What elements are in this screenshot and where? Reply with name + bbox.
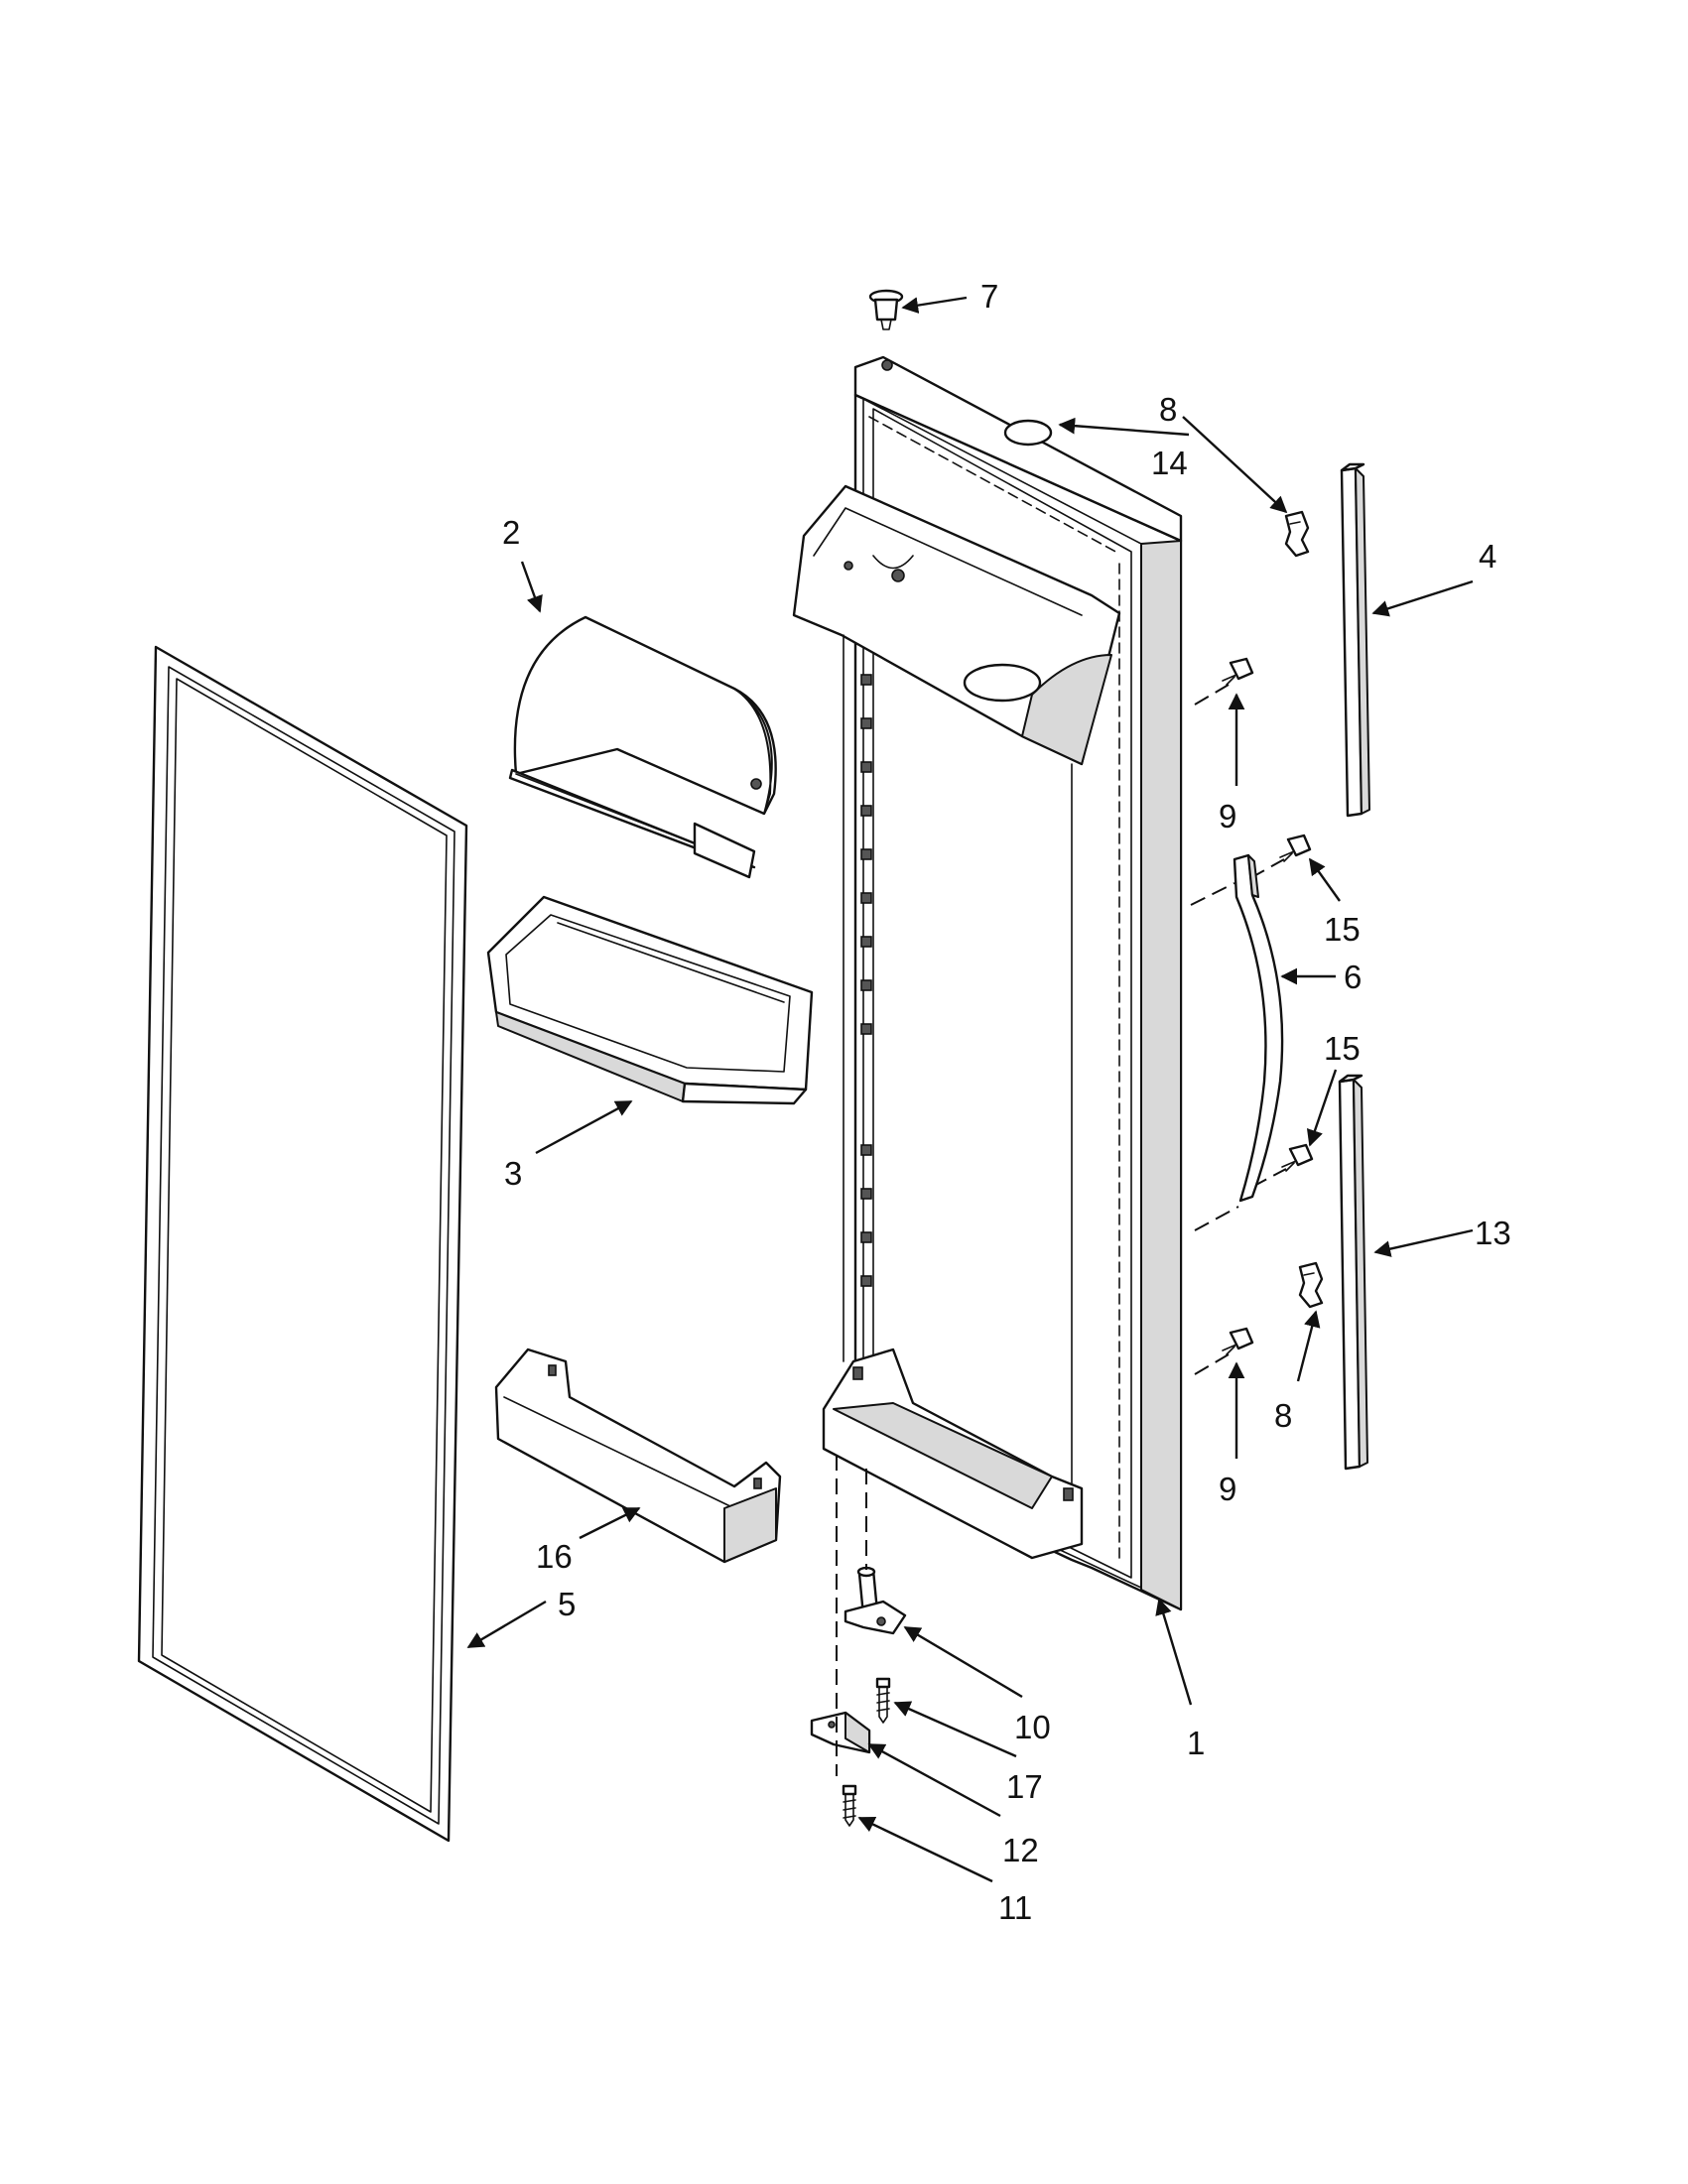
door-trim-part-13 <box>1338 1074 1368 1471</box>
door-trim-part-4 <box>1340 462 1370 818</box>
callout-11: 11 <box>998 1889 1032 1926</box>
callout-6: 6 <box>1344 959 1362 995</box>
hinge-bracket-part-12 <box>810 1711 871 1754</box>
callout-10: 10 <box>1014 1709 1051 1745</box>
callout-8: 8 <box>1274 1397 1292 1434</box>
callout-5: 5 <box>558 1586 576 1622</box>
door-handle-part-6 <box>1190 853 1284 1231</box>
lower-hinge-part-10 <box>844 1566 907 1635</box>
door-bin-part-3 <box>486 895 814 1105</box>
callout-17: 17 <box>1006 1768 1043 1805</box>
callout-14: 14 <box>1151 445 1188 481</box>
callout-16: 16 <box>536 1538 573 1575</box>
dairy-compartment-part-2 <box>508 615 777 879</box>
handle-screw-part-9-lower <box>1194 1327 1254 1375</box>
callout-3: 3 <box>504 1155 522 1192</box>
callout-1: 1 <box>1187 1725 1205 1761</box>
plug-part-14 <box>1003 419 1053 447</box>
screw-part-11 <box>842 1784 857 1827</box>
callout-9: 9 <box>1219 1471 1236 1507</box>
callout-15: 15 <box>1324 911 1361 948</box>
leader-lines <box>466 296 1474 1883</box>
callout-12: 12 <box>1002 1832 1039 1868</box>
hinge-bushing-part-7 <box>868 289 904 330</box>
door-assembly-part-1 <box>792 355 1183 1611</box>
callout-2: 2 <box>502 514 520 551</box>
trim-clip-part-8-lower <box>1298 1261 1324 1309</box>
door-gasket-part-5 <box>137 645 468 1843</box>
door-shelf-part-16 <box>494 1348 782 1564</box>
trim-clip-part-8-upper <box>1284 510 1310 558</box>
callout-4: 4 <box>1479 538 1496 575</box>
callout-7: 7 <box>980 278 998 315</box>
callout-8: 8 <box>1159 391 1177 428</box>
callout-9: 9 <box>1219 798 1236 835</box>
liner-pegs <box>860 674 872 1287</box>
callout-15: 15 <box>1324 1030 1361 1067</box>
handle-screw-part-15-upper <box>1249 834 1312 879</box>
callout-labels: 7 8 14 2 4 9 15 6 15 3 13 8 9 16 5 10 1 … <box>502 278 1511 1926</box>
handle-screw-part-9-upper <box>1194 657 1254 706</box>
callout-13: 13 <box>1475 1215 1511 1251</box>
screw-part-17 <box>875 1677 891 1724</box>
